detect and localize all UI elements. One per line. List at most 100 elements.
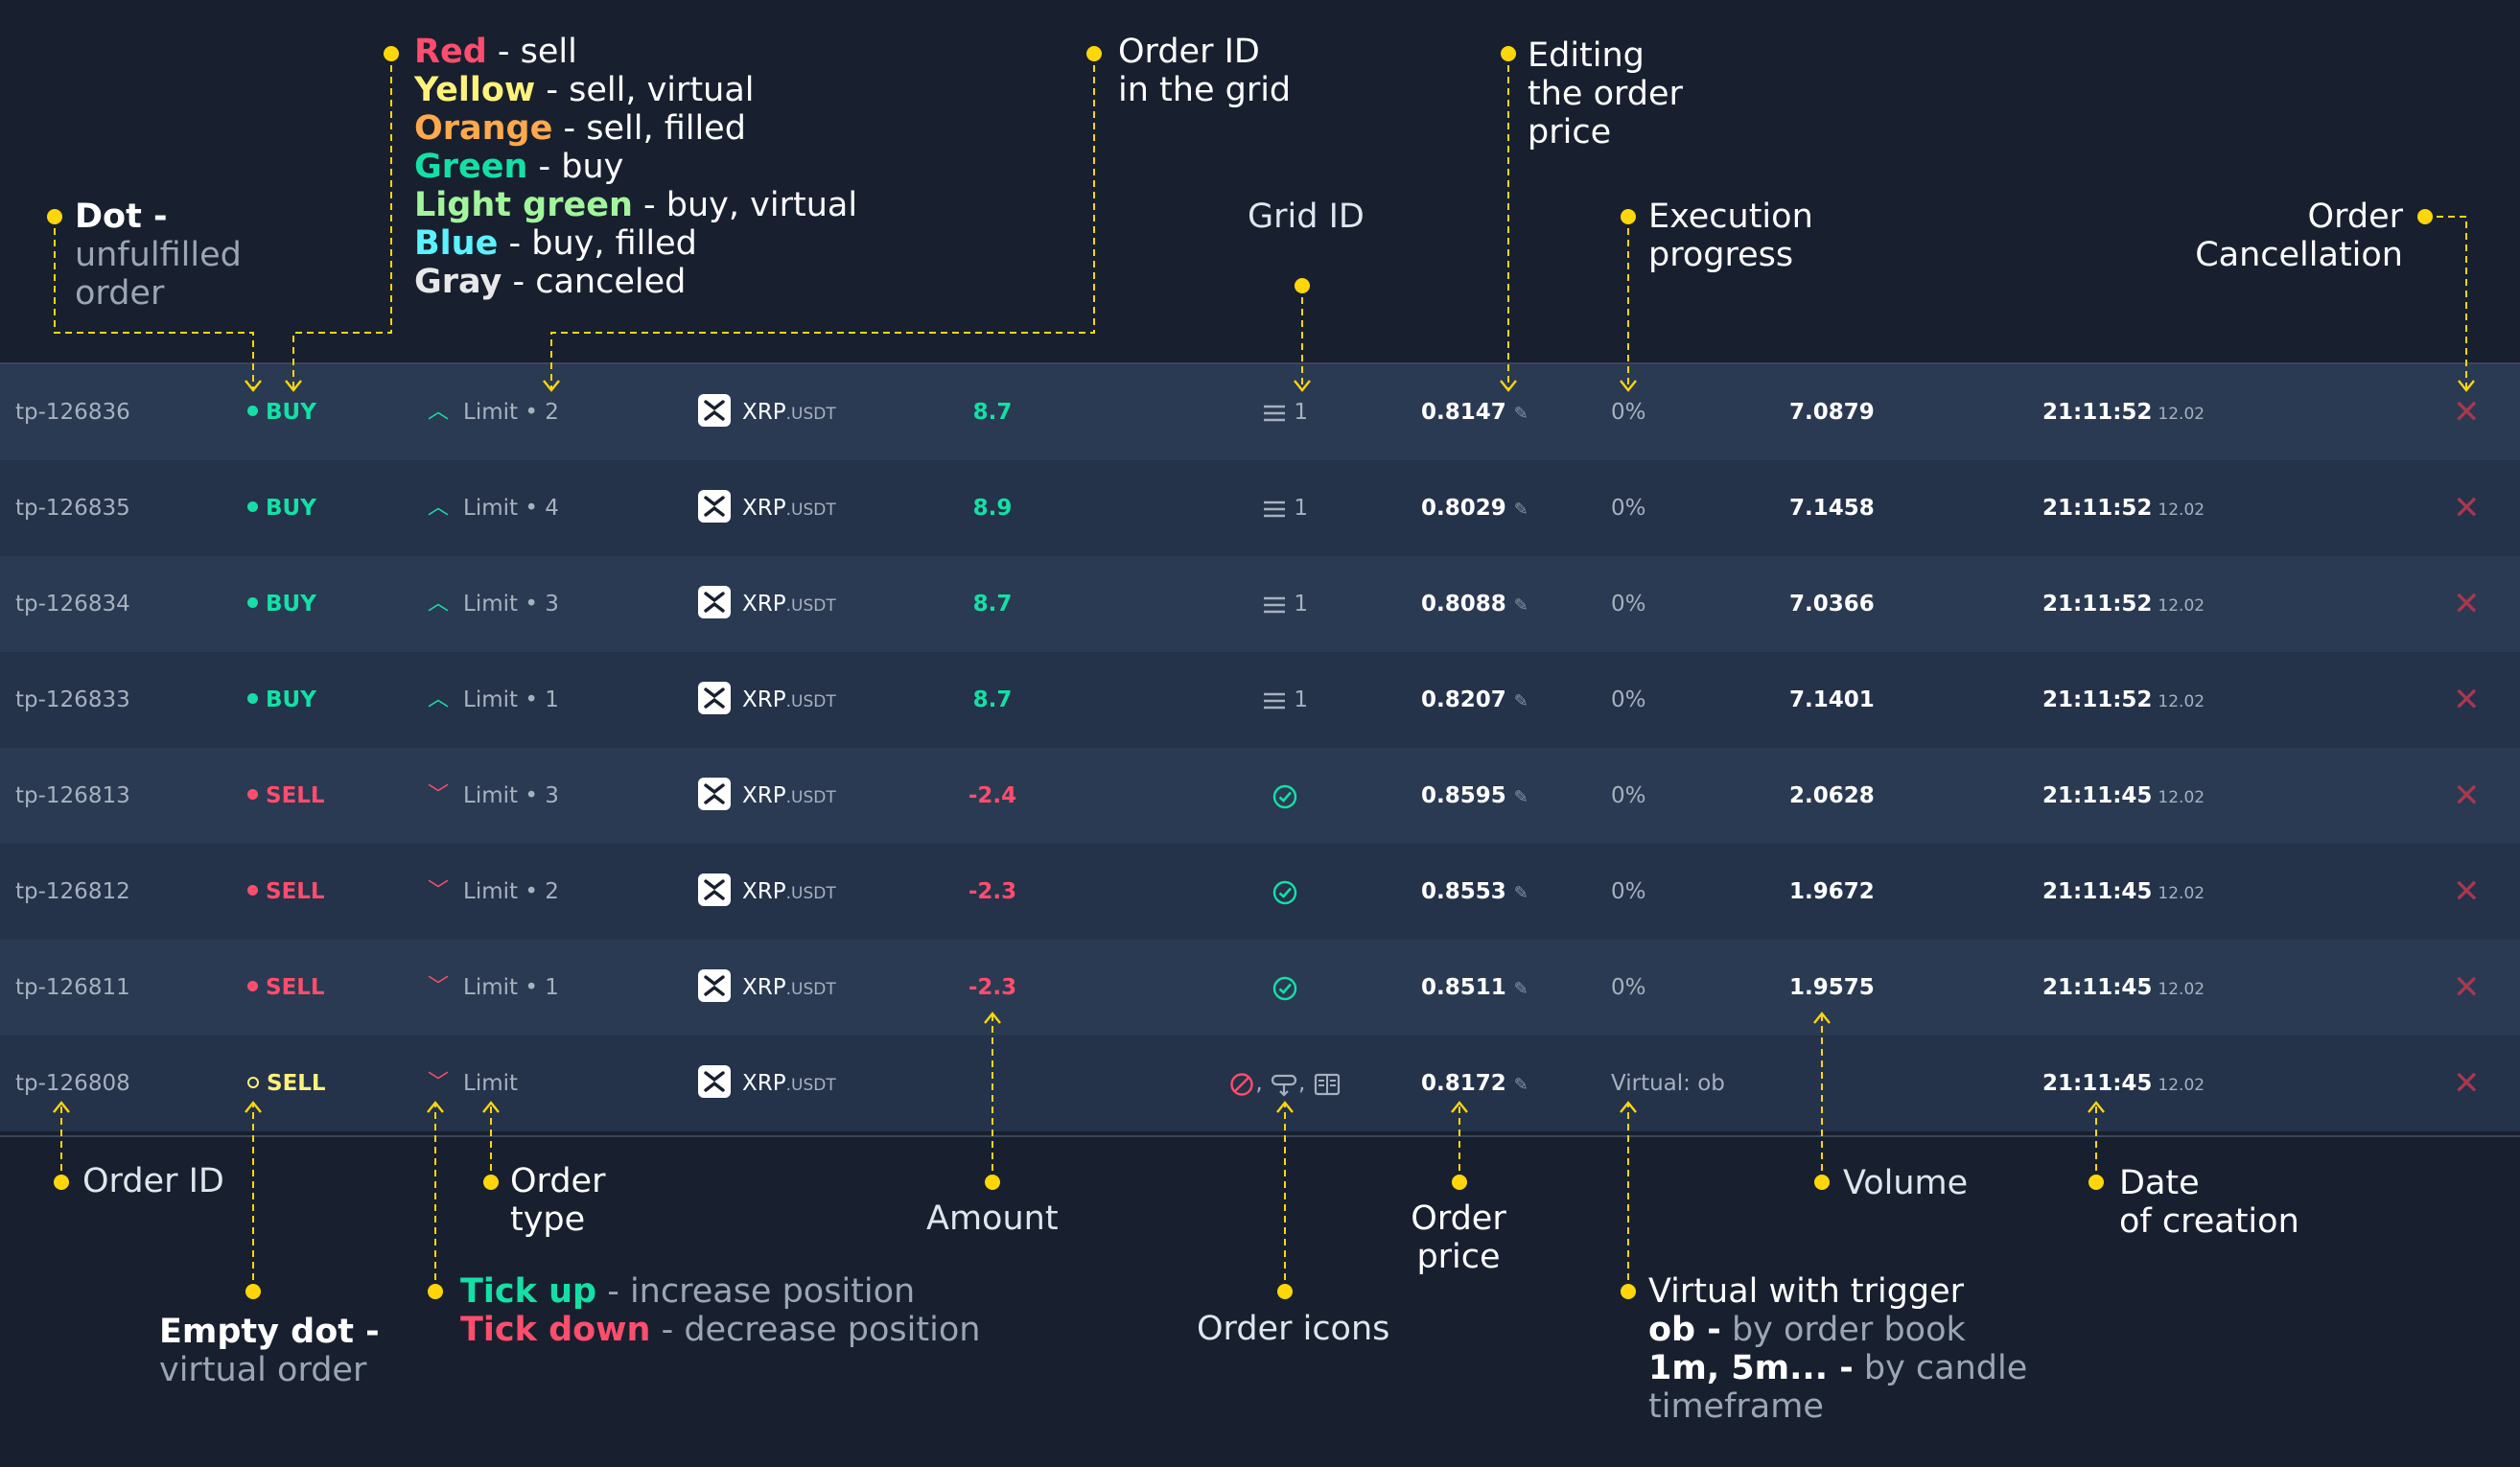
- leader-dot-price: [1452, 1175, 1467, 1190]
- legend-yellow-word: Yellow: [414, 71, 536, 109]
- edit-price-icon[interactable]: ✎: [1513, 979, 1528, 999]
- tick-up-icon: ︿: [428, 687, 450, 711]
- legend-green-desc: - buy: [527, 148, 624, 186]
- annotation-exec-progress: Execution progress: [1648, 198, 1813, 274]
- virtual-trigger-ob: ob - by order book: [1648, 1311, 2027, 1349]
- order-type: Limit • 1: [463, 975, 559, 1000]
- ban-icon: [1228, 1071, 1255, 1096]
- legend-lgreen-word: Light green: [414, 186, 633, 224]
- annotation-dot: Dot - unfulfilled order: [75, 198, 242, 313]
- legend-gray-word: Gray: [414, 263, 502, 301]
- created-date: 12.02: [2158, 692, 2205, 711]
- annotation-date-creation: Date of creation: [2119, 1164, 2299, 1241]
- created-date: 12.02: [2158, 980, 2205, 999]
- pair-quote: .USDT: [785, 788, 836, 807]
- created-date: 12.02: [2158, 596, 2205, 616]
- execution-progress: 0%: [1611, 400, 1646, 425]
- tick-up-word: Tick up: [460, 1272, 597, 1311]
- order-amount: [945, 1036, 1040, 1131]
- exec-progress-l1: Execution: [1648, 198, 1813, 236]
- order-id-grid-l2: in the grid: [1118, 71, 1292, 109]
- dot-line3: order: [75, 274, 165, 313]
- check-circle-icon: [1272, 879, 1298, 904]
- annotation-volume: Volume: [1843, 1164, 1969, 1202]
- pair-quote: .USDT: [785, 405, 836, 424]
- tick-down-word: Tick down: [460, 1311, 651, 1349]
- vt-ob-bold: ob -: [1648, 1311, 1721, 1349]
- legend-item-green: Green - buy: [414, 148, 857, 186]
- leader-dot-icons: [1277, 1284, 1293, 1299]
- edit-price-icon[interactable]: ✎: [1513, 500, 1528, 520]
- cancel-order-button[interactable]: ✕: [2453, 1064, 2481, 1103]
- side-label: BUY: [266, 592, 316, 617]
- order-icons: 1: [1218, 652, 1352, 748]
- order-amount: 8.7: [972, 400, 1013, 425]
- leader-dot-volume: [1814, 1175, 1830, 1190]
- pair-base: XRP: [742, 975, 786, 1000]
- legend-blue-word: Blue: [414, 224, 499, 263]
- order-icons: 1: [1218, 556, 1352, 652]
- cancel-order-button[interactable]: ✕: [2453, 968, 2481, 1007]
- order-type-l2: type: [510, 1200, 586, 1239]
- order-id: tp-126812: [15, 879, 130, 904]
- order-side: SELL: [247, 1036, 326, 1131]
- trading-pair: XRP.USDT: [698, 652, 836, 748]
- created-time: 21:11:45: [2042, 879, 2153, 904]
- execution-progress: 0%: [1611, 592, 1646, 617]
- grid-id: 1: [1294, 592, 1308, 617]
- edit-price-icon[interactable]: ✎: [1513, 787, 1528, 807]
- trigger-icon: [1270, 1071, 1298, 1097]
- annotation-empty-dot: Empty dot - virtual order: [159, 1313, 380, 1389]
- edit-price-icon[interactable]: ✎: [1513, 404, 1528, 424]
- pair-quote: .USDT: [785, 692, 836, 711]
- leader-dot-color: [384, 46, 399, 61]
- leader-dot-order-id: [54, 1175, 69, 1190]
- grid-id: 1: [1294, 496, 1308, 521]
- created-time: 21:11:45: [2042, 975, 2153, 1000]
- legend-yellow-desc: - sell, virtual: [535, 71, 755, 109]
- editing-l2: the order: [1528, 75, 1683, 113]
- cancel-order-button[interactable]: ✕: [2453, 681, 2481, 719]
- legend-item-gray: Gray - canceled: [414, 263, 857, 301]
- legend-orange-desc: - sell, filled: [552, 109, 746, 148]
- pair-base: XRP: [742, 400, 786, 425]
- tick-down-line: Tick down - decrease position: [460, 1311, 980, 1349]
- edit-price-icon[interactable]: ✎: [1513, 691, 1528, 711]
- edit-price-icon[interactable]: ✎: [1513, 595, 1528, 616]
- edit-price-icon[interactable]: ✎: [1513, 1075, 1528, 1095]
- exec-progress-l2: progress: [1648, 236, 1794, 274]
- cancel-order-button[interactable]: ✕: [2453, 873, 2481, 911]
- cancel-order-button[interactable]: ✕: [2453, 489, 2481, 527]
- side-label: BUY: [266, 496, 316, 521]
- xrp-logo-icon: [698, 585, 742, 618]
- order-type: Limit • 3: [463, 783, 559, 808]
- vt-tf-bold: 1m, 5m... -: [1648, 1349, 1854, 1387]
- order-price: 0.8553✎: [1421, 844, 1528, 940]
- status-dot: [247, 597, 258, 608]
- order-icons: , ,: [1218, 1036, 1352, 1131]
- cancel-order-button[interactable]: ✕: [2453, 585, 2481, 623]
- legend-side-colors: Red - sell Yellow - sell, virtual Orange…: [414, 33, 857, 301]
- side-label: SELL: [266, 975, 325, 1000]
- annotation-order-cancel: Order Cancellation: [2167, 198, 2403, 274]
- price-value: 0.8029: [1421, 496, 1506, 521]
- pair-quote: .USDT: [785, 596, 836, 616]
- order-id: tp-126813: [15, 783, 130, 808]
- edit-price-icon[interactable]: ✎: [1513, 883, 1528, 903]
- cancel-order-button[interactable]: ✕: [2453, 777, 2481, 815]
- order-price: 0.8595✎: [1421, 748, 1528, 844]
- trading-pair: XRP.USDT: [698, 1036, 836, 1131]
- cancel-order-button[interactable]: ✕: [2453, 393, 2481, 431]
- annotation-order-icons: Order icons: [1197, 1310, 1390, 1348]
